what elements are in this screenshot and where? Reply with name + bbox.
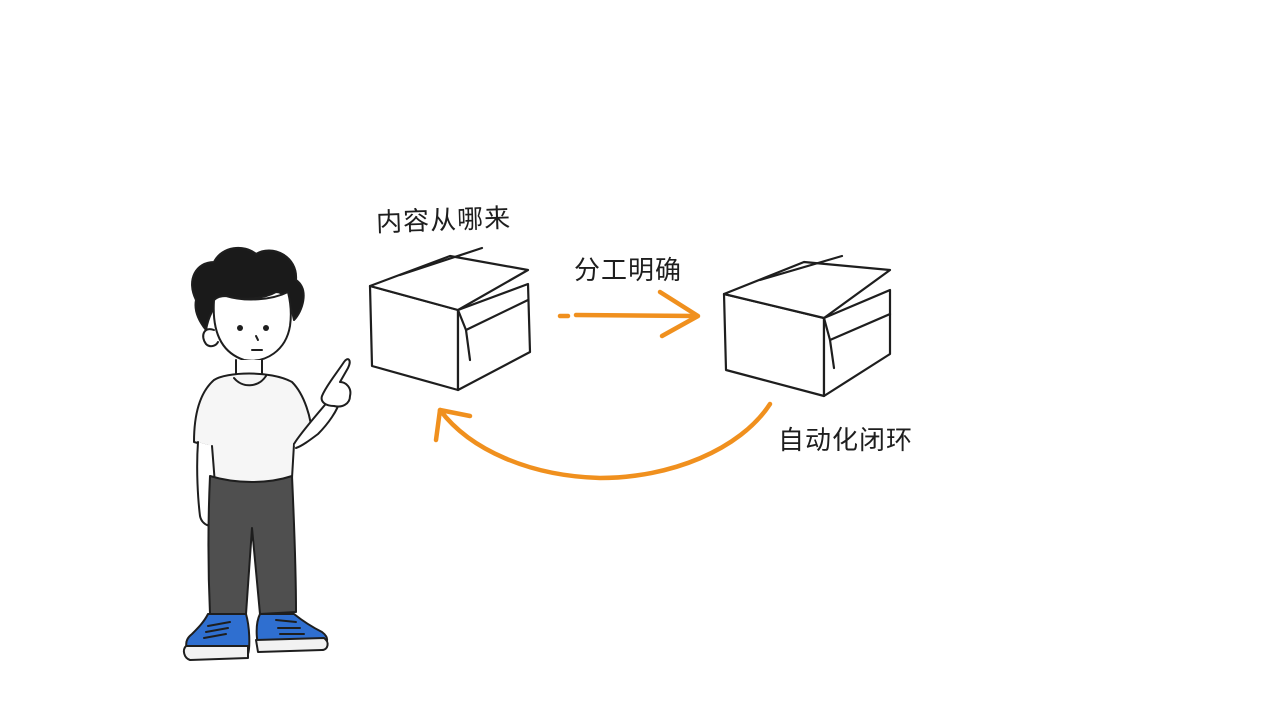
right-shoe-sole — [255, 637, 329, 653]
left-shoe-laces — [203, 621, 231, 639]
target-box-tape — [828, 338, 836, 370]
arrow-loop — [433, 401, 773, 481]
eye-right — [263, 325, 269, 331]
ear — [202, 328, 219, 348]
target-box-side — [822, 288, 892, 398]
source-box-tape — [464, 328, 472, 362]
eye-left — [237, 325, 243, 331]
collar — [233, 375, 267, 387]
left-shoe-sole — [182, 645, 249, 661]
target-box — [722, 254, 892, 398]
nose — [255, 335, 259, 341]
pointing-hand — [320, 358, 352, 408]
arrow-forward — [557, 289, 701, 339]
arrow-forward-shaft — [557, 312, 699, 319]
source-box-side — [456, 282, 532, 392]
arrow-loop-head — [433, 407, 473, 443]
hair — [191, 246, 305, 331]
source-box-top — [368, 254, 530, 312]
arrow-forward-head — [657, 289, 701, 339]
boy-pointing-figure — [182, 246, 352, 661]
face — [212, 291, 292, 362]
right-shoe-laces — [275, 619, 305, 635]
arrow-forward-label: 分工明确 — [574, 256, 683, 286]
source-box-label: 内容从哪来 — [375, 203, 512, 239]
arrow-loop-label: 自动化闭环 — [778, 426, 914, 456]
target-box-top — [722, 260, 892, 320]
source-box — [368, 246, 532, 392]
pants — [207, 475, 297, 615]
arrow-loop-curve — [437, 401, 773, 481]
